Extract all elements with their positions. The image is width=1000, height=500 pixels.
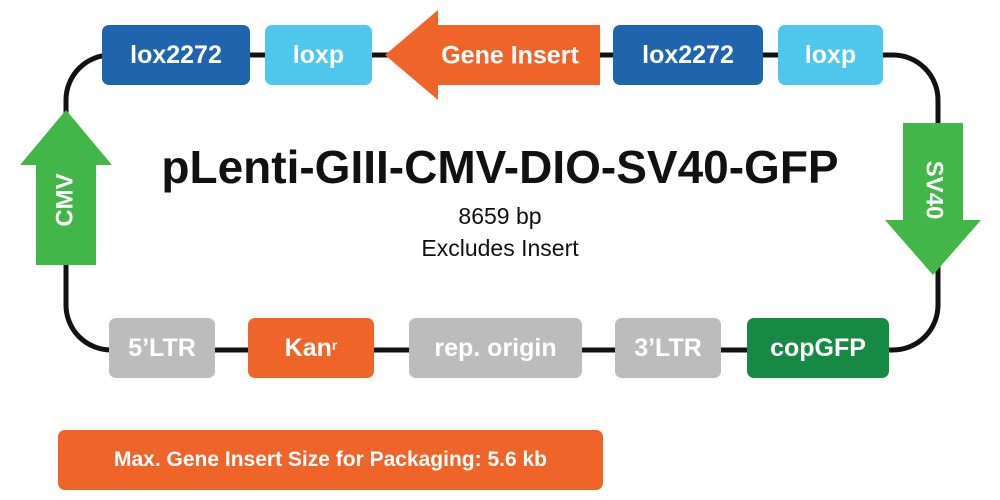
loxp-site-2: loxp xyxy=(778,25,883,85)
gene-insert-arrow: Gene Insert xyxy=(385,10,600,100)
three-prime-ltr: 3’LTR xyxy=(615,318,721,378)
lox2272-site-2: lox2272 xyxy=(613,25,763,85)
lox2272-site-1: lox2272 xyxy=(102,25,250,85)
five-prime-ltr: 5’LTR xyxy=(109,318,215,378)
plasmid-size: 8659 bp xyxy=(458,203,542,229)
size-note: Excludes Insert xyxy=(421,235,579,261)
max-insert-size-banner: Max. Gene Insert Size for Packaging: 5.6… xyxy=(58,430,603,490)
kan-label: Kan xyxy=(284,333,332,362)
gene-insert-label: Gene Insert xyxy=(441,42,579,70)
kan-superscript: r xyxy=(331,337,338,353)
sv40-label: SV40 xyxy=(921,161,948,220)
plasmid-title: pLenti-GIII-CMV-DIO-SV40-GFP xyxy=(161,141,839,193)
cmv-label: CMV xyxy=(51,173,78,226)
rep-origin: rep. origin xyxy=(409,318,582,378)
loxp-site-1: loxp xyxy=(265,25,372,85)
copgfp: copGFP xyxy=(747,318,889,378)
cmv-promoter-arrow: CMV xyxy=(20,110,112,265)
sv40-arrow: SV40 xyxy=(885,123,981,275)
